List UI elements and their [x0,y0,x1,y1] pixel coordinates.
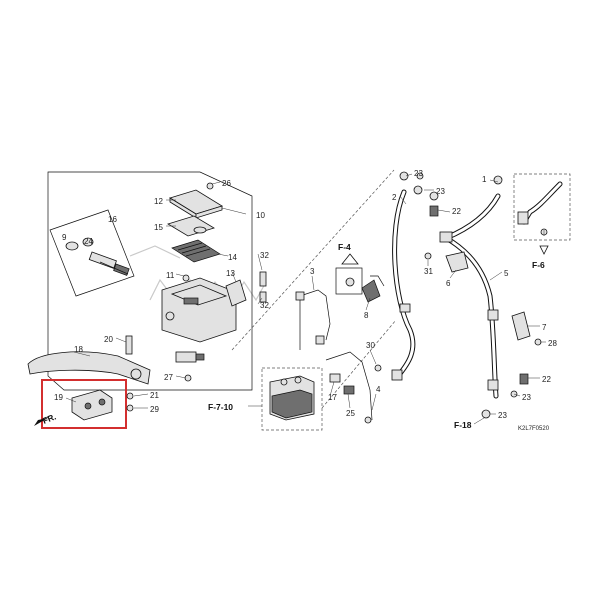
callout-22-lower: 22 [542,375,551,384]
main-dash-divider [231,169,397,409]
brake-hose-5 [439,175,503,399]
callout-13: 13 [226,269,235,278]
callout-27: 27 [164,373,173,382]
callout-32-lower: 32 [260,301,269,310]
callout-31: 31 [424,267,433,276]
front-arrow: FR. [34,411,57,426]
callout-24: 24 [84,237,93,246]
brake-pipe-4 [325,351,382,424]
callout-1: 1 [482,175,487,184]
clamp-6 [424,251,469,273]
callout-6: 6 [446,279,451,288]
master-cylinder-body [161,271,267,343]
callout-11: 11 [166,271,175,280]
callout-9: 9 [62,233,67,242]
brake-pipe-3 [295,289,331,350]
piston-kit [49,209,135,297]
master-cylinder-box [47,171,253,391]
callout-3: 3 [310,267,315,276]
callout-26: 26 [222,179,231,188]
callout-29: 29 [150,405,159,414]
callout-21: 21 [150,391,159,400]
ref-f4: F-4 [338,242,351,252]
callout-17: 17 [328,393,337,402]
abs-modulator [261,367,323,431]
callout-5: 5 [504,269,509,278]
callout-23-top: 23 [414,169,423,178]
callout-16: 16 [108,215,117,224]
front-label: FR. [41,411,57,425]
drawing-code: K2L7F0520 [518,426,550,432]
callout-labels: 16 9 24 26 12 10 15 11 13 14 32 32 20 18… [54,169,557,420]
callout-25: 25 [346,409,355,418]
callout-10: 10 [256,211,265,220]
callout-23-bottom: 23 [498,411,507,420]
ref-f6: F-6 [532,260,545,270]
ref-f7-10: F-7-10 [208,402,233,412]
f6-section [513,173,571,255]
upper-fittings [416,172,439,217]
callout-19: 19 [54,393,63,402]
callout-30: 30 [366,341,375,350]
brake-hose-2 [391,171,423,381]
callout-23-second: 23 [436,187,445,196]
highlighted-bracket [41,379,134,429]
brake-lever [27,335,151,385]
callout-2: 2 [392,193,397,202]
reservoir-cap [167,182,223,263]
f4-section [335,253,385,303]
leader-lines [65,173,546,425]
callout-28: 28 [548,339,557,348]
callout-22-upper: 22 [452,207,461,216]
bracket-7 [511,311,542,346]
callout-7: 7 [542,323,547,332]
ref-f18: F-18 [454,420,472,430]
callout-14: 14 [228,253,237,262]
callout-32-upper: 32 [260,251,269,260]
callout-23-lower: 23 [522,393,531,402]
callout-18: 18 [74,345,83,354]
callout-4: 4 [376,385,381,394]
callout-8: 8 [364,311,369,320]
callout-12: 12 [154,197,163,206]
highlight-frame [41,379,127,429]
section-references: F-4 F-6 F-7-10 F-18 K2L7F0520 [208,242,550,432]
callout-15: 15 [154,223,163,232]
callout-20: 20 [104,335,113,344]
